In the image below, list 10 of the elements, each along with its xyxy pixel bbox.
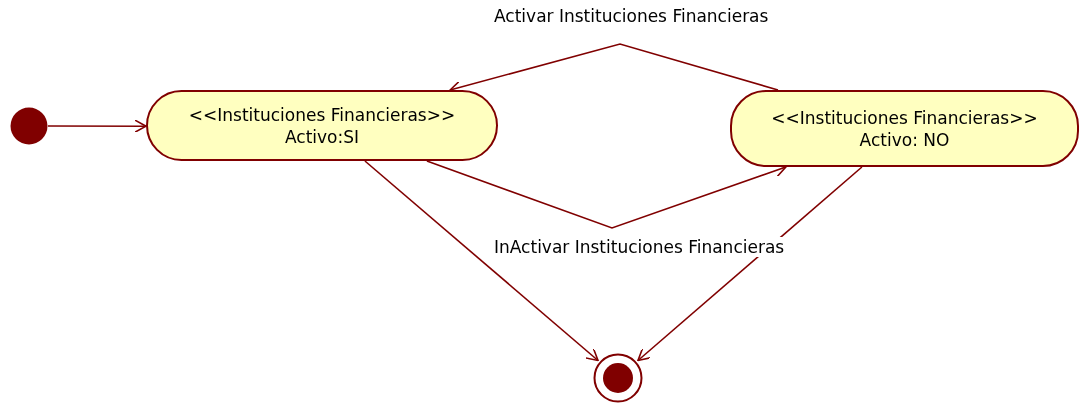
transition-arrow — [47, 119, 147, 133]
state-name: Activo: NO — [859, 128, 950, 151]
transition-arrow — [364, 160, 599, 362]
stereotype-label: <<Instituciones Financieras>> — [771, 106, 1038, 129]
state-box — [730, 90, 1079, 167]
stereotype-label: <<Instituciones Financieras>> — [188, 103, 456, 126]
transition-arrow — [426, 160, 787, 229]
edge-label: InActivar Instituciones Financieras — [492, 237, 787, 257]
transition-arrow — [637, 166, 863, 362]
state-name: Activo:SI — [284, 125, 360, 148]
